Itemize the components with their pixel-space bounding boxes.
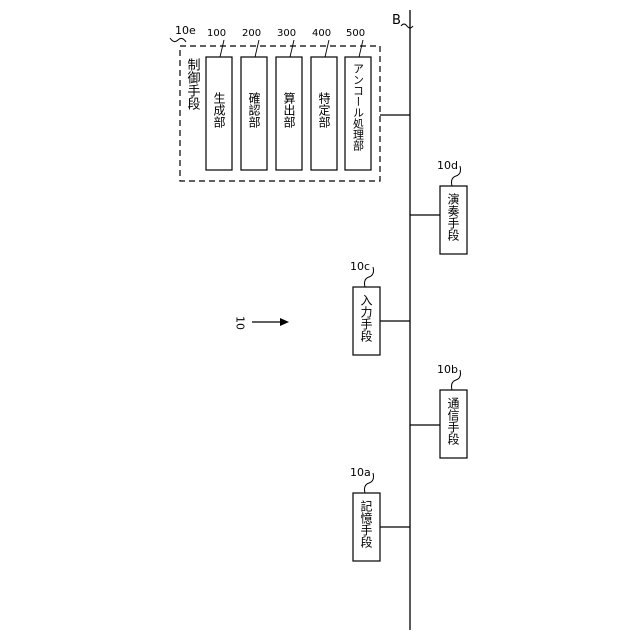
unit-number: 200	[242, 28, 261, 39]
control-ref-leader	[170, 38, 186, 42]
unit-leader	[359, 40, 363, 57]
node-ref: 10d	[437, 159, 458, 172]
unit-number: 300	[277, 28, 296, 39]
unit-number: 500	[346, 28, 365, 39]
arrow-head	[280, 318, 289, 326]
unit-leader	[290, 40, 294, 57]
node-label: 入力手段	[359, 294, 373, 343]
node-performance: 10d 演奏手段	[410, 159, 467, 254]
node-label: 記憶手段	[359, 499, 373, 549]
unit-label: 特定部	[317, 91, 331, 128]
unit-label: 生成部	[212, 92, 226, 128]
unit-number: 400	[312, 28, 331, 39]
node-ref: 10a	[350, 466, 371, 479]
node-label: 演奏手段	[446, 192, 460, 242]
system-ref: 10	[234, 316, 247, 330]
control-title: 制御手段	[185, 58, 201, 110]
node-storage: 10a 記憶手段	[350, 466, 410, 561]
unit-label: 確認部	[247, 91, 261, 128]
unit-confirmation: 200 確認部	[241, 28, 267, 170]
unit-leader	[220, 40, 224, 57]
node-label: 通信手段	[446, 397, 460, 446]
unit-encore: 500 アンコール処理部	[345, 28, 371, 170]
unit-leader	[325, 40, 329, 57]
bus-label: B	[392, 13, 401, 28]
unit-generation: 100 生成部	[206, 28, 232, 170]
unit-label: 算出部	[282, 91, 296, 128]
node-ref: 10b	[437, 363, 458, 376]
unit-leader	[255, 40, 259, 57]
node-communication: 10b 通信手段	[410, 363, 467, 458]
unit-calculation: 300 算出部	[276, 28, 302, 170]
unit-identification: 400 特定部	[311, 28, 337, 170]
node-input: 10c 入力手段	[350, 260, 410, 355]
unit-label: アンコール処理部	[352, 63, 365, 151]
unit-number: 100	[207, 28, 226, 39]
node-ref: 10c	[350, 260, 370, 273]
bus-label-leader	[401, 24, 413, 28]
control-ref: 10e	[175, 24, 196, 37]
system-reference: 10	[234, 316, 290, 330]
